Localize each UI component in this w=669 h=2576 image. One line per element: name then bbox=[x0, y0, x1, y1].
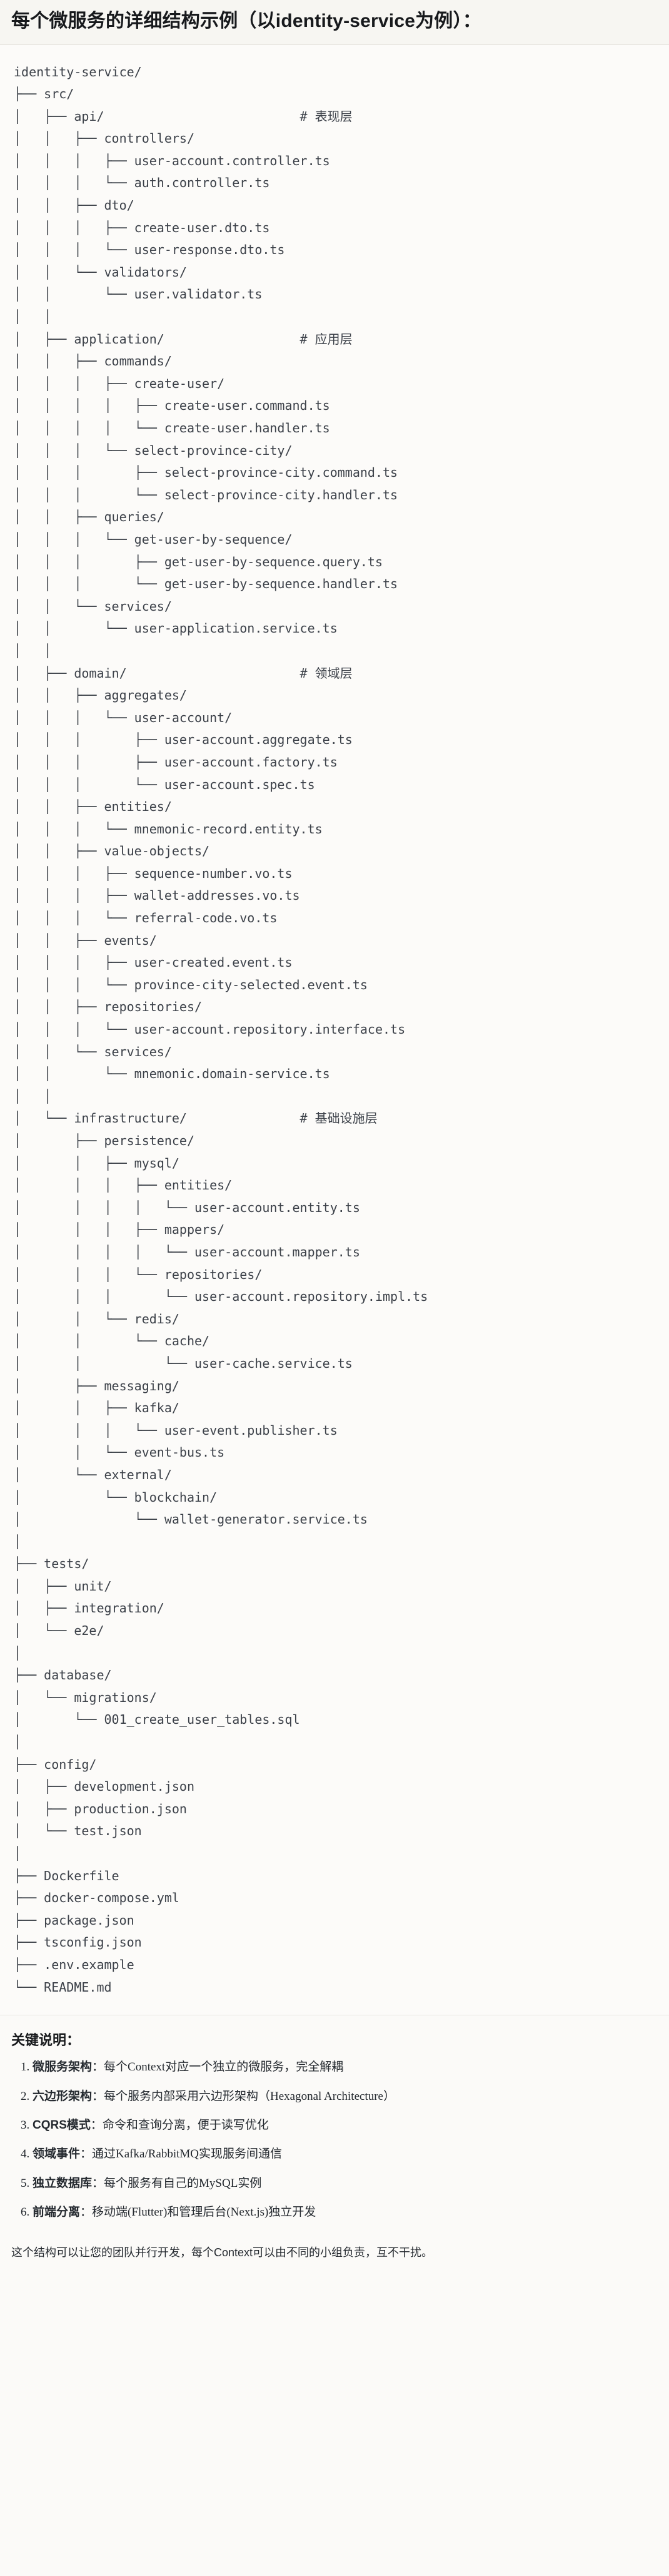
key-separator: ： bbox=[80, 2206, 93, 2219]
key-separator: ： bbox=[80, 2147, 93, 2161]
key-description: 每个服务有自己的MySQL实例 bbox=[104, 2176, 262, 2190]
key-separator: ： bbox=[92, 2060, 104, 2074]
list-item: 六边形架构：每个服务内部采用六边形架构（Hexagonal Architectu… bbox=[33, 2087, 658, 2105]
list-item: CQRS模式：命令和查询分离，便于读写优化 bbox=[33, 2116, 658, 2134]
document-page: 每个微服务的详细结构示例（以identity-service为例）： ident… bbox=[0, 0, 669, 2278]
key-term: 微服务架构 bbox=[33, 2060, 93, 2074]
key-term: 领域事件 bbox=[33, 2147, 81, 2161]
list-item: 独立数据库：每个服务有自己的MySQL实例 bbox=[33, 2174, 658, 2192]
directory-tree: identity-service/ ├── src/ │ ├── api/ # … bbox=[14, 64, 428, 1995]
key-separator: ： bbox=[90, 2119, 103, 2132]
key-points-section: 关键说明： 微服务架构：每个Context对应一个独立的微服务，完全解耦 六边形… bbox=[0, 2015, 669, 2239]
list-item: 微服务架构：每个Context对应一个独立的微服务，完全解耦 bbox=[33, 2058, 658, 2076]
key-term: CQRS模式 bbox=[33, 2119, 91, 2132]
key-description: 每个Context对应一个独立的微服务，完全解耦 bbox=[104, 2060, 344, 2074]
list-item: 前端分离：移动端(Flutter)和管理后台(Next.js)独立开发 bbox=[33, 2203, 658, 2221]
key-points-list: 微服务架构：每个Context对应一个独立的微服务，完全解耦 六边形架构：每个服… bbox=[11, 2058, 658, 2222]
key-description: 移动端(Flutter)和管理后台(Next.js)独立开发 bbox=[92, 2206, 316, 2219]
page-title: 每个微服务的详细结构示例（以identity-service为例）： bbox=[11, 11, 481, 31]
key-description: 命令和查询分离，便于读写优化 bbox=[102, 2119, 269, 2132]
key-term: 前端分离 bbox=[33, 2206, 81, 2219]
key-separator: ： bbox=[92, 2089, 104, 2103]
key-term: 六边形架构 bbox=[33, 2089, 93, 2103]
key-term: 独立数据库 bbox=[33, 2176, 93, 2190]
directory-tree-block: identity-service/ ├── src/ │ ├── api/ # … bbox=[0, 44, 669, 2016]
title-band: 每个微服务的详细结构示例（以identity-service为例）： bbox=[0, 0, 669, 45]
key-points-heading: 关键说明： bbox=[11, 2032, 81, 2049]
list-item: 领域事件：通过Kafka/RabbitMQ实现服务间通信 bbox=[33, 2145, 658, 2163]
key-description: 通过Kafka/RabbitMQ实现服务间通信 bbox=[92, 2147, 283, 2161]
closing-paragraph: 这个结构可以让您的团队并行开发，每个Context可以由不同的小组负责，互不干扰… bbox=[11, 2246, 433, 2259]
key-separator: ： bbox=[92, 2176, 104, 2190]
key-description: 每个服务内部采用六边形架构（Hexagonal Architecture） bbox=[104, 2089, 395, 2103]
